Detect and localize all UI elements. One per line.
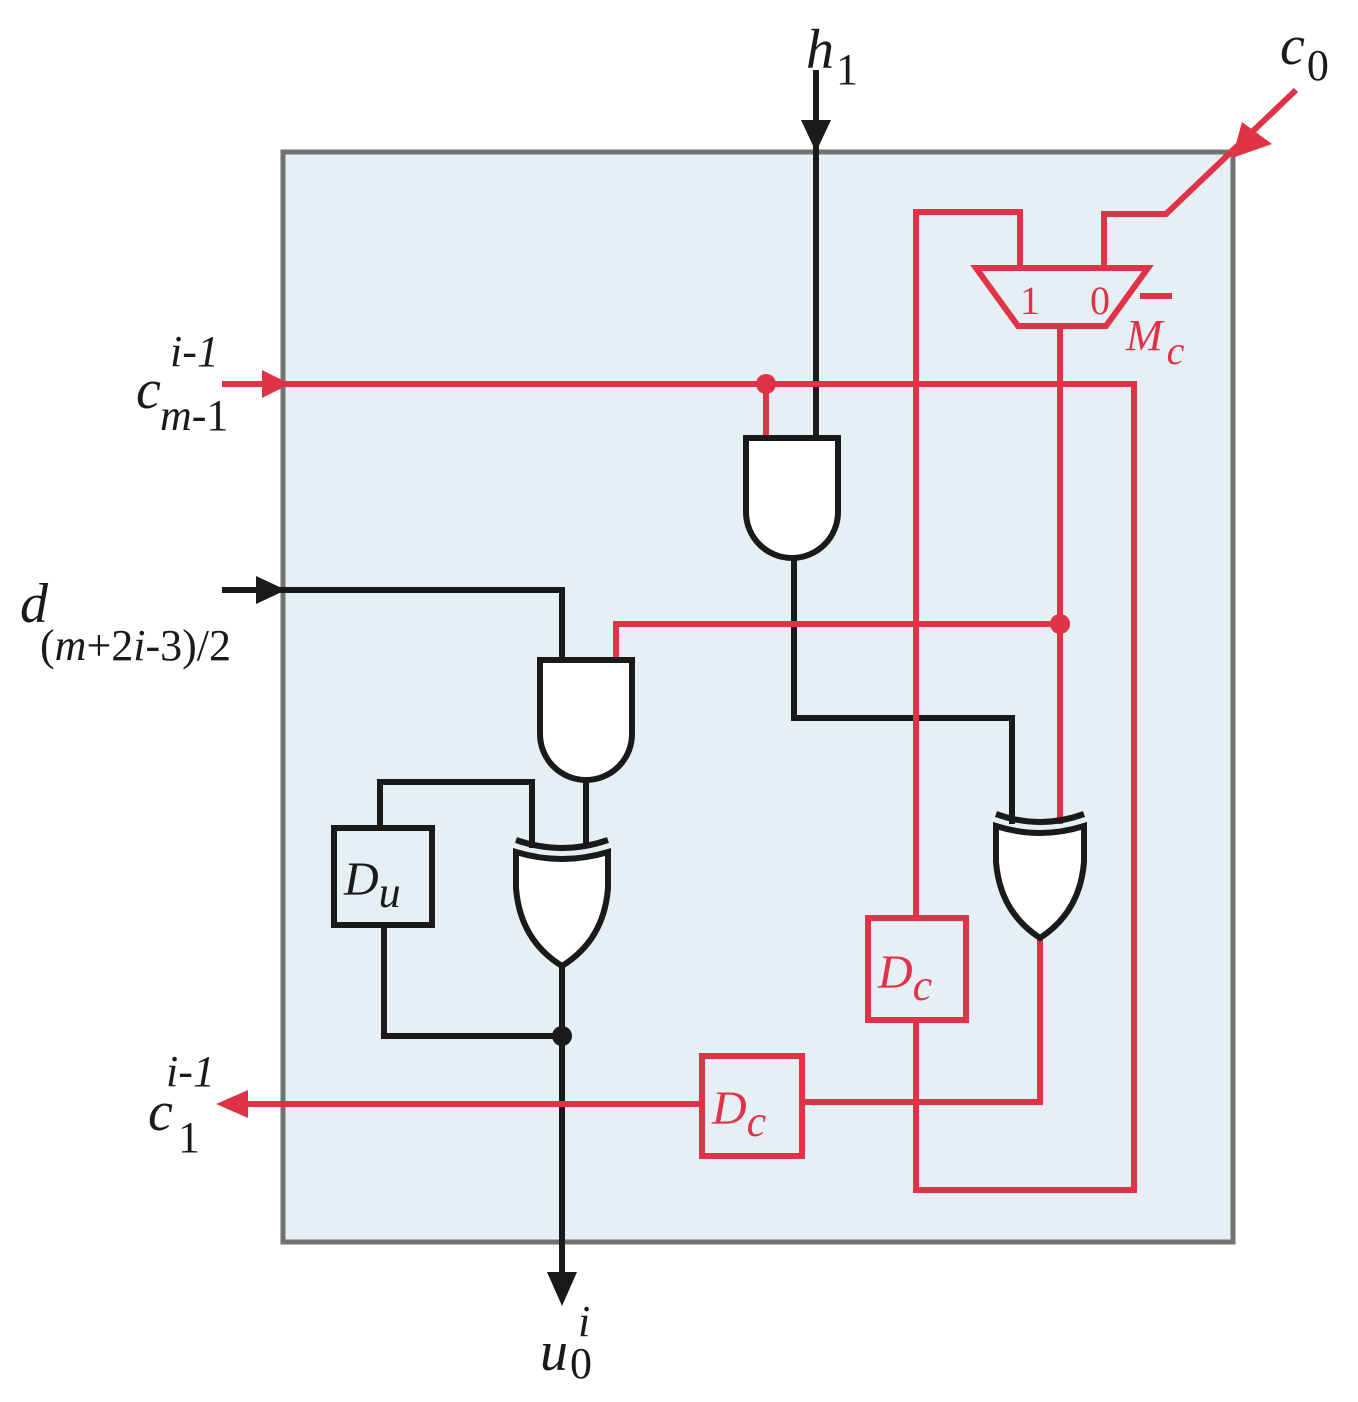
- c1-label: i-1 c 1: [148, 1047, 215, 1162]
- junction-dot: [1050, 614, 1070, 634]
- h1-label: h1: [806, 19, 858, 94]
- dc-block-lower: Dc: [699, 1053, 805, 1159]
- svg-text:c: c: [136, 359, 161, 421]
- du-feedback-bottom-wire: [381, 925, 562, 1039]
- arrow-icon: [256, 576, 286, 604]
- d-label: d (m+2i-3)/2: [20, 573, 231, 670]
- xor-right-to-dc-wire: [802, 940, 1043, 1105]
- cm1-label: i-1 c m-1: [136, 327, 228, 440]
- junction-dot: [552, 1026, 572, 1046]
- svg-text:Dc: Dc: [877, 946, 933, 1010]
- arrow-icon: [801, 120, 831, 152]
- junction-dot: [756, 374, 776, 394]
- arrow-icon: [262, 370, 290, 398]
- mux-input-1-label: 1: [1020, 278, 1040, 323]
- svg-text:i-1: i-1: [166, 1047, 215, 1096]
- arrow-icon: [216, 1090, 248, 1118]
- arrow-icon: [547, 1272, 577, 1306]
- mux-input-0-label: 0: [1090, 278, 1110, 323]
- svg-text:(m+2i-3)/2: (m+2i-3)/2: [40, 621, 231, 670]
- mux-in1-wire: [913, 209, 1023, 916]
- dc-block-upper: Dc: [865, 915, 969, 1023]
- and-gate-upper: [743, 435, 841, 561]
- xor-gate-left: [513, 837, 611, 970]
- arrow-icon: [1232, 122, 1272, 158]
- svg-text:u: u: [540, 1321, 568, 1383]
- du-feedback-top-wire: [377, 779, 535, 848]
- xor-gate-right: [993, 811, 1087, 942]
- svg-text:d: d: [20, 573, 49, 635]
- svg-text:Du: Du: [343, 853, 401, 917]
- and1-to-xor-wire: [791, 558, 1015, 824]
- svg-text:i-1: i-1: [170, 327, 219, 376]
- d-wire: [222, 587, 565, 660]
- u0-label: u i 0: [540, 1297, 592, 1388]
- cm1-wire: [222, 381, 1137, 1193]
- mux-gate: [970, 265, 1154, 329]
- svg-text:i: i: [578, 1297, 590, 1346]
- c0-wire: [1101, 87, 1299, 268]
- svg-text:m-1: m-1: [160, 391, 228, 440]
- svg-text:0: 0: [570, 1339, 592, 1388]
- mux-to-and2-wire: [613, 621, 1060, 660]
- control-wires: [222, 87, 1299, 1193]
- du-block: Du: [331, 825, 435, 928]
- svg-text:c: c: [148, 1081, 173, 1143]
- svg-text:Dc: Dc: [711, 1082, 767, 1146]
- c0-label: c0: [1280, 15, 1329, 90]
- and-gate-lower: [537, 657, 635, 783]
- svg-text:1: 1: [178, 1113, 200, 1162]
